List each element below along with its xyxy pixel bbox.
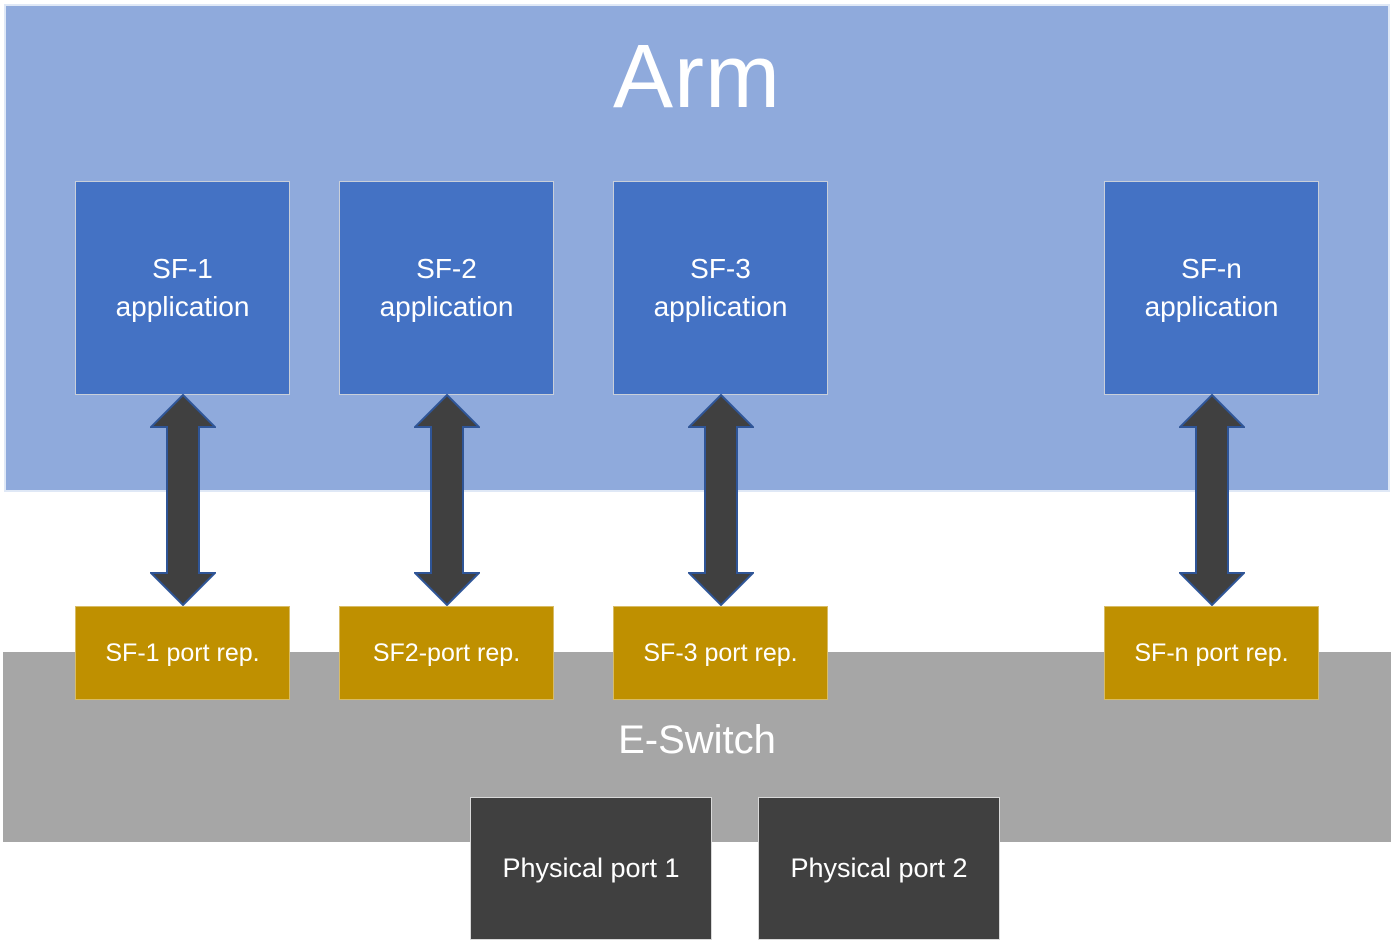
bidirectional-arrow-icon bbox=[1178, 394, 1245, 606]
sf3-port-rep-label: SF-3 port rep. bbox=[643, 638, 798, 667]
sf3-port-rep-box: SF-3 port rep. bbox=[613, 606, 828, 700]
sf1-application-box: SF-1 application bbox=[75, 181, 290, 395]
sf1-port-rep-label: SF-1 port rep. bbox=[105, 638, 260, 667]
sf2-application-name: SF-2 bbox=[416, 253, 477, 284]
sf1-application-suffix: application bbox=[115, 291, 250, 322]
sf3-application-name: SF-3 bbox=[690, 253, 751, 284]
sf3-application-box: SF-3 application bbox=[613, 181, 828, 395]
sf1-port-rep-box: SF-1 port rep. bbox=[75, 606, 290, 700]
physical-port-2-box: Physical port 2 bbox=[758, 797, 1000, 940]
sf3-application-suffix: application bbox=[653, 291, 788, 322]
sf2-port-rep-label: SF2-port rep. bbox=[372, 638, 521, 667]
sf-column-1: SF-1 application SF-1 port rep. bbox=[75, 181, 290, 700]
sf2-port-rep-box: SF2-port rep. bbox=[339, 606, 554, 700]
bidirectional-arrow-icon bbox=[687, 394, 754, 606]
sf1-application-name: SF-1 bbox=[152, 253, 213, 284]
eswitch-label: E-Switch bbox=[618, 718, 776, 762]
sfn-application-box: SF-n application bbox=[1104, 181, 1319, 395]
physical-port-1-label: Physical port 1 bbox=[502, 853, 680, 883]
arm-region-title: Arm bbox=[613, 27, 781, 127]
sfn-application-name: SF-n bbox=[1181, 253, 1242, 284]
bidirectional-arrow-icon bbox=[149, 394, 216, 606]
sfn-port-rep-box: SF-n port rep. bbox=[1104, 606, 1319, 700]
physical-port-1-box: Physical port 1 bbox=[470, 797, 712, 940]
sf-column-3: SF-3 application SF-3 port rep. bbox=[613, 181, 828, 700]
sf-column-2: SF-2 application SF2-port rep. bbox=[339, 181, 554, 700]
sf-column-n: SF-n application SF-n port rep. bbox=[1104, 181, 1319, 700]
sf2-application-suffix: application bbox=[379, 291, 514, 322]
physical-port-2-label: Physical port 2 bbox=[790, 853, 968, 883]
sfn-port-rep-label: SF-n port rep. bbox=[1134, 638, 1289, 667]
bidirectional-arrow-icon bbox=[413, 394, 480, 606]
sf2-application-box: SF-2 application bbox=[339, 181, 554, 395]
sfn-application-suffix: application bbox=[1144, 291, 1279, 322]
